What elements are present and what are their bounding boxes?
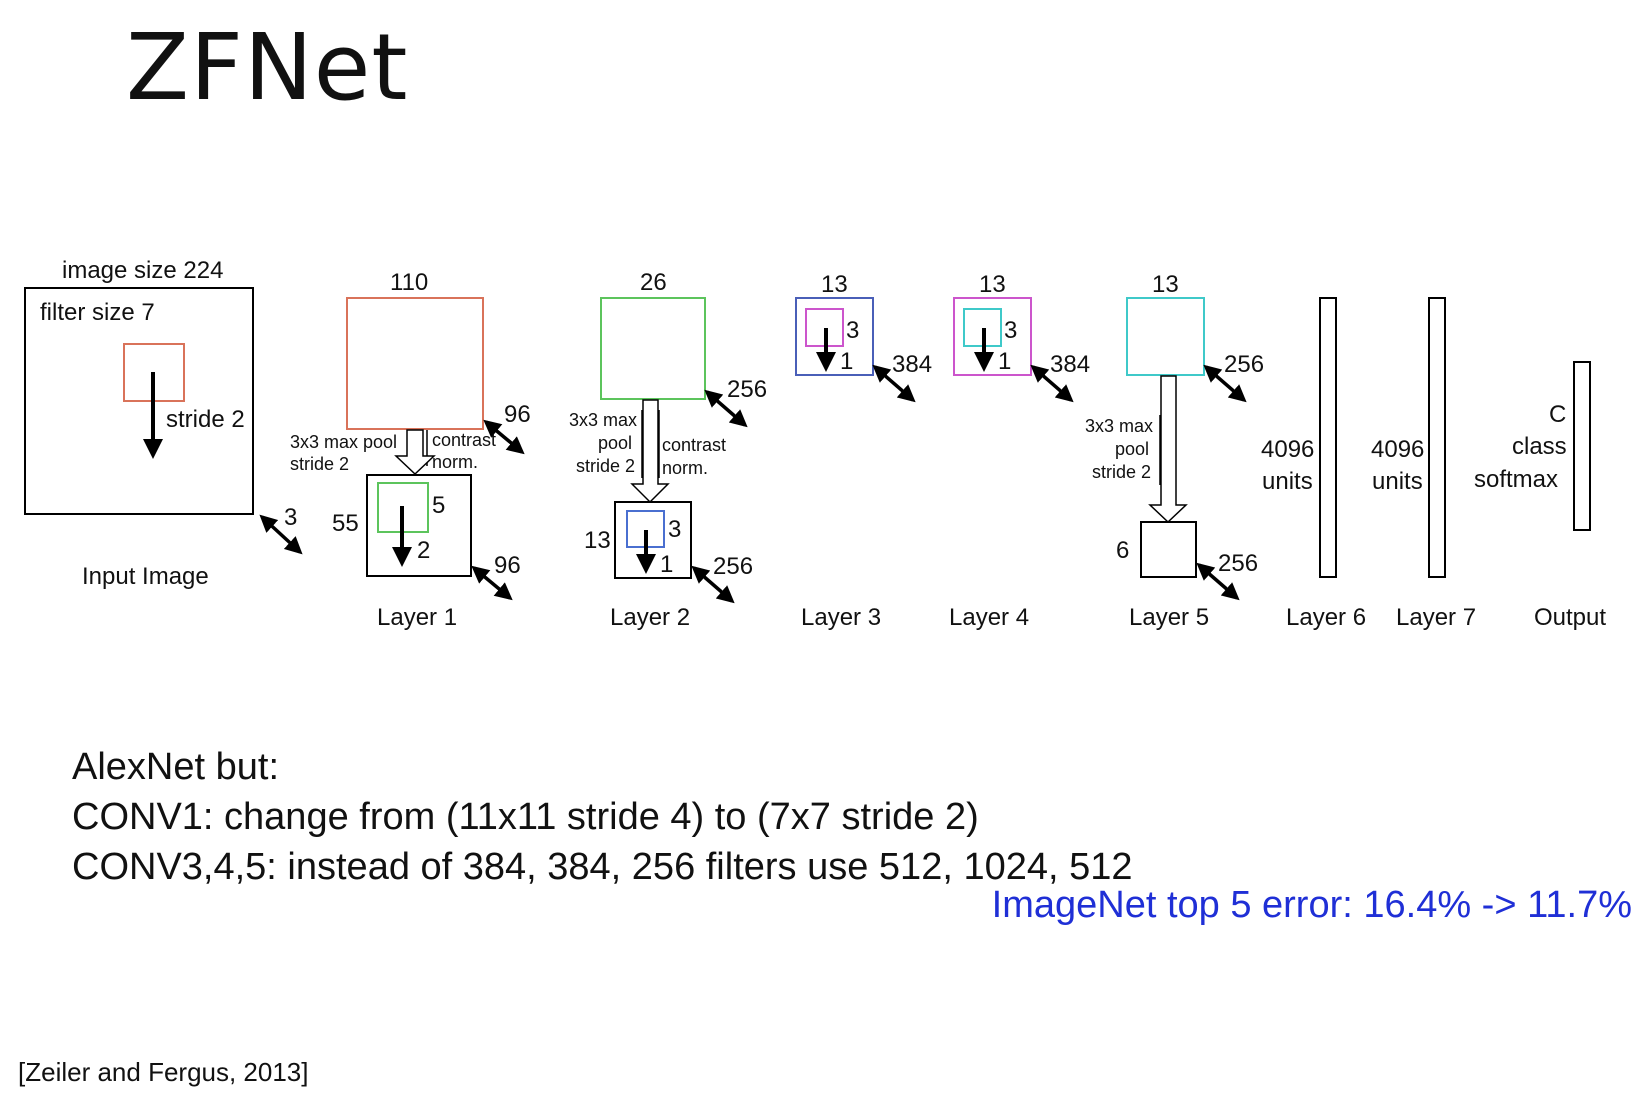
input-image-box [24, 287, 254, 515]
layer2-pool-label-3: stride 2 [576, 456, 635, 476]
layer1-kernel-label: 5 [432, 492, 445, 519]
layer2-output-box [614, 501, 692, 579]
layer5-depth-top-arrow [1203, 364, 1247, 403]
layer1-depth-top-arrow [483, 419, 525, 455]
input-depth-arrow [259, 514, 303, 555]
notes-line-3: CONV3,4,5: instead of 384, 384, 256 filt… [72, 846, 1133, 888]
layer5-output-box [1140, 521, 1197, 578]
layer1-depth-top-label: 96 [504, 401, 531, 428]
layer1-output-box [366, 474, 472, 577]
layer1-pool-label-2: stride 2 [290, 454, 349, 474]
layer5-pool-arrow [1148, 375, 1188, 524]
layer6-fc-bar [1319, 297, 1337, 578]
output-label-class: class [1512, 433, 1567, 460]
output-label-c: C [1549, 401, 1566, 428]
notes-line-2: CONV1: change from (11x11 stride 4) to (… [72, 796, 979, 838]
layer1-norm-label-2: norm. [432, 452, 478, 472]
layer4-kernel-label: 3 [1004, 317, 1017, 344]
layer6-name: Layer 6 [1286, 604, 1366, 631]
layer3-depth-label: 384 [892, 351, 932, 378]
output-bar [1573, 361, 1591, 531]
layer5-size-label: 13 [1152, 271, 1179, 298]
layer2-kernel-label: 3 [668, 516, 681, 543]
layer5-depth-top-label: 256 [1224, 351, 1264, 378]
layer2-stride-label: 1 [660, 551, 673, 578]
layer3-name: Layer 3 [801, 604, 881, 631]
input-size-label: image size 224 [62, 257, 223, 284]
layer1-name: Layer 1 [377, 604, 457, 631]
input-image-label: Input Image [82, 563, 209, 590]
layer1-stride-label: 2 [417, 537, 430, 564]
layer2-pool-label-1: 3x3 max [569, 410, 637, 430]
imagenet-error-result: ImageNet top 5 error: 16.4% -> 11.7% [991, 884, 1632, 926]
layer2-size-label: 26 [640, 269, 667, 296]
layer1-depth-bottom-label: 96 [494, 552, 521, 579]
layer3-kernel-label: 3 [846, 317, 859, 344]
layer3-depth-arrow [872, 364, 916, 403]
layer5-pool-label-3: stride 2 [1092, 462, 1151, 482]
zfnet-architecture-diagram: image size 224 filter size 7 stride 2 3 … [24, 257, 1606, 631]
notes-block: AlexNet but: CONV1: change from (11x11 s… [72, 742, 1133, 892]
notes-line-1: AlexNet but: [72, 746, 279, 788]
output-label-softmax: softmax [1474, 466, 1558, 493]
layer5-pool-label-2: pool [1115, 439, 1149, 459]
layer2-depth-top-label: 256 [727, 376, 767, 403]
layer2-name: Layer 2 [610, 604, 690, 631]
layer5-depth-bottom-arrow [1196, 562, 1240, 601]
layer1-pool-label-1: 3x3 max pool [290, 432, 397, 452]
layer7-units-label-1: 4096 [1371, 436, 1424, 463]
layer2-pool-label-2: pool [598, 433, 632, 453]
layer1-size-label: 110 [390, 269, 428, 296]
layer2-depth-top-arrow [704, 389, 748, 428]
layer7-fc-bar [1428, 297, 1446, 578]
layer7-units-label-2: units [1372, 468, 1423, 495]
citation: [Zeiler and Fergus, 2013] [18, 1057, 309, 1087]
output-name: Output [1534, 604, 1606, 631]
layer2-norm-label-2: norm. [662, 458, 708, 478]
layer4-depth-arrow [1030, 364, 1074, 403]
layer5-depth-bottom-label: 256 [1218, 550, 1258, 577]
layer4-feature-box [953, 297, 1032, 376]
layer2-norm-label-1: contrast [662, 435, 726, 455]
layer3-feature-box [795, 297, 874, 376]
layer2-depth-bottom-label: 256 [713, 553, 753, 580]
input-filter-label: filter size 7 [40, 299, 155, 326]
layer5-out-size-label: 6 [1116, 537, 1129, 564]
layer1-pool-arrow [394, 429, 436, 476]
layer1-depth-bottom-arrow [471, 565, 513, 601]
input-stride-label: stride 2 [166, 406, 245, 433]
layer4-stride-label: 1 [998, 348, 1011, 375]
layer6-units-label-2: units [1262, 468, 1313, 495]
layer2-pool-arrow [630, 399, 670, 504]
layer4-name: Layer 4 [949, 604, 1029, 631]
layer7-name: Layer 7 [1396, 604, 1476, 631]
layer4-depth-label: 384 [1050, 351, 1090, 378]
layer2-feature-box [600, 297, 706, 400]
layer5-feature-box [1126, 297, 1205, 376]
input-depth-label: 3 [284, 504, 297, 531]
layer5-name: Layer 5 [1129, 604, 1209, 631]
slide-title: ZFNet [126, 14, 409, 121]
layer2-out-size-label: 13 [584, 527, 611, 554]
layer2-depth-bottom-arrow [691, 565, 735, 604]
layer1-out-size-label: 55 [332, 510, 359, 537]
layer4-size-label: 13 [979, 271, 1006, 298]
layer3-stride-label: 1 [840, 348, 853, 375]
layer1-norm-label-1: contrast [432, 430, 496, 450]
layer1-feature-box [346, 297, 484, 430]
layer3-size-label: 13 [821, 271, 848, 298]
layer5-pool-label-1: 3x3 max [1085, 416, 1153, 436]
layer6-units-label-1: 4096 [1261, 436, 1314, 463]
